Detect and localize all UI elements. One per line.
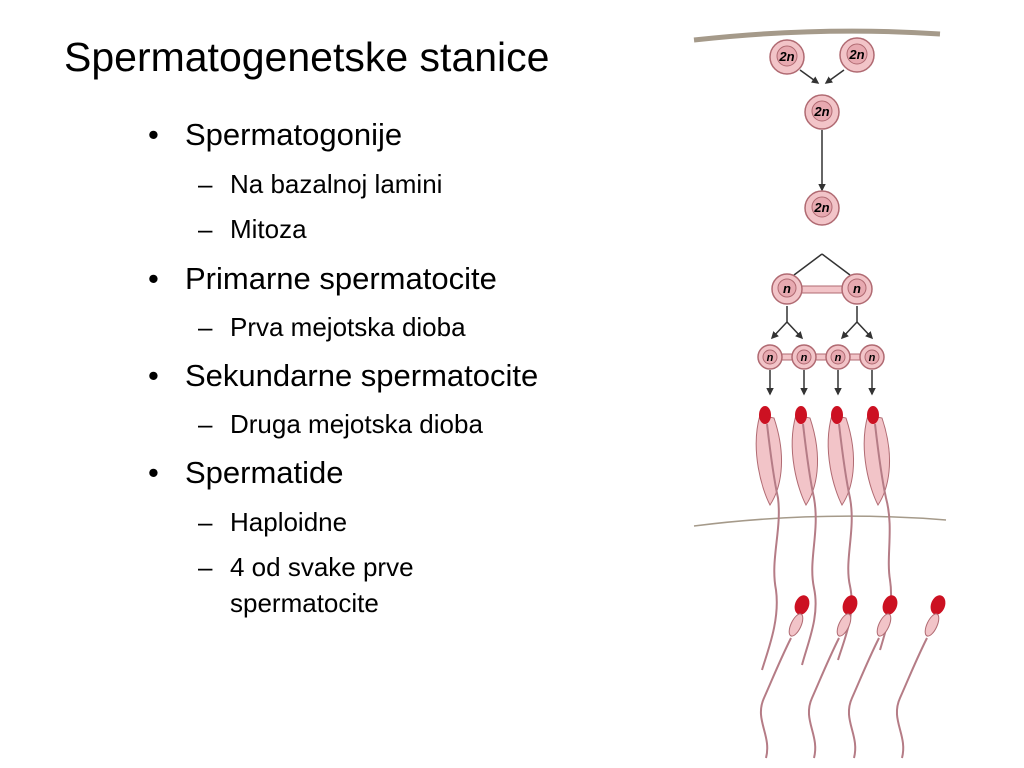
sub-bullet-glyph: –: [198, 409, 213, 439]
spermatid-cell: n: [825, 344, 851, 370]
basal-lamina: [693, 28, 941, 43]
sub-bullet-text: Druga mejotska dioba: [230, 409, 483, 439]
elongating-spermatid: [863, 406, 893, 651]
bullet-glyph: •: [148, 358, 159, 393]
ploidy-label: n: [853, 281, 861, 296]
bullet-glyph: •: [148, 455, 159, 490]
spermatid-cell: n: [757, 344, 783, 370]
spermatozoon: [847, 595, 898, 759]
secondary-spermatocyte-cell: n: [771, 273, 803, 305]
spermatozoon: [807, 595, 858, 759]
sub-bullet-text: Na bazalnoj lamini: [230, 169, 443, 199]
ploidy-label: n: [835, 352, 842, 364]
sub-bullet-text: Prva mejotska dioba: [230, 312, 466, 342]
ploidy-label: 2n: [848, 47, 864, 62]
ploidy-label: n: [801, 352, 808, 364]
primary-spermatocyte-cell: 2n: [804, 190, 840, 226]
bullet-text: Spermatogonije: [185, 117, 403, 152]
elongating-spermatid: [755, 406, 783, 671]
slide-title: Spermatogenetske stanice: [64, 34, 550, 80]
elongating-spermatid: [827, 406, 855, 661]
sub-bullet-text: Mitoza: [230, 214, 307, 244]
spermatogenesis-diagram: 2n 2n 2n 2n n n n: [693, 28, 947, 759]
spermatogonium-cell: 2n: [804, 94, 840, 130]
sub-bullet-glyph: –: [198, 507, 213, 537]
lumen-boundary: [693, 515, 947, 527]
ploidy-label: n: [767, 352, 774, 364]
sub-bullet-glyph: –: [198, 312, 213, 342]
sub-bullet-text: 4 od svake prve spermatocite: [230, 552, 414, 618]
elongating-spermatid: [791, 406, 819, 666]
secondary-spermatocyte-cell: n: [841, 273, 873, 305]
spermatozoon: [759, 595, 810, 759]
spermatogonium-cell: 2n: [769, 39, 805, 75]
sub-bullet-glyph: –: [198, 169, 213, 199]
sub-bullet-text: Haploidne: [230, 507, 348, 537]
spermatozoon: [895, 595, 946, 759]
ploidy-label: 2n: [778, 49, 794, 64]
bullet-text: Sekundarne spermatocite: [185, 358, 539, 393]
spermatid-cell: n: [791, 344, 817, 370]
bullet-glyph: •: [148, 117, 159, 152]
spermatogonium-cell: 2n: [839, 37, 875, 73]
ploidy-label: n: [869, 352, 876, 364]
ploidy-label: n: [783, 281, 791, 296]
ploidy-label: 2n: [813, 200, 829, 215]
spermatid-cell: n: [859, 344, 885, 370]
ploidy-label: 2n: [813, 104, 829, 119]
bullet-glyph: •: [148, 261, 159, 296]
bullet-text: Primarne spermatocite: [185, 261, 497, 296]
bullet-text: Spermatide: [185, 455, 344, 490]
sub-bullet-glyph: –: [198, 214, 213, 244]
sub-bullet-glyph: –: [198, 552, 213, 582]
